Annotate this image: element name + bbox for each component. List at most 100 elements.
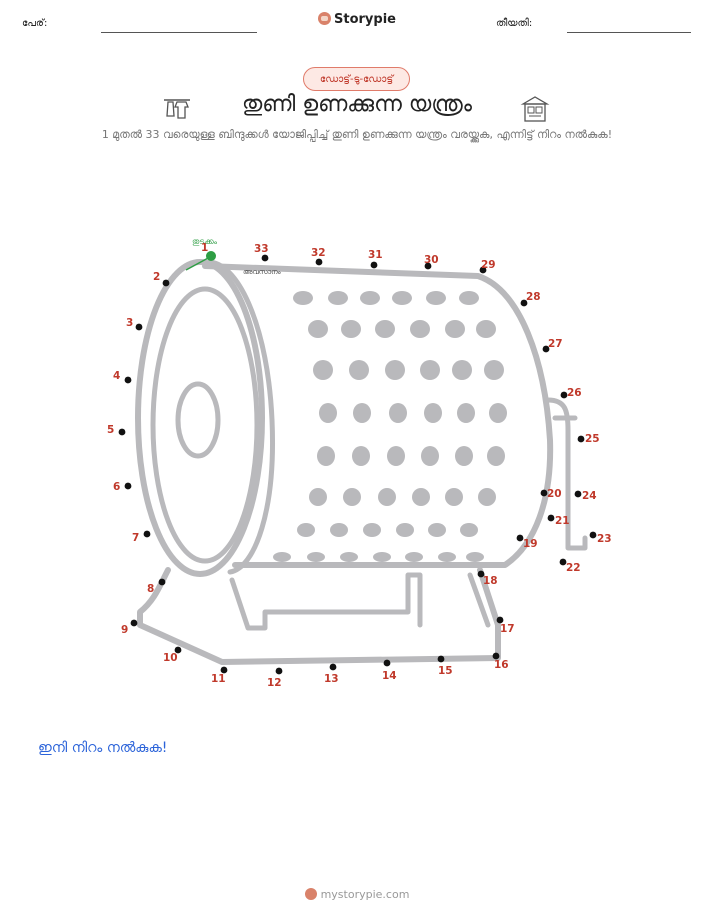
drum-hole <box>460 523 478 537</box>
dot-23 <box>589 531 597 539</box>
drum-hole <box>487 446 505 466</box>
start-connector-line <box>185 256 211 271</box>
dot-number-4: 4 <box>113 370 120 382</box>
storypie-footer-logo-icon <box>304 888 317 900</box>
dot-number-28: 28 <box>526 291 541 303</box>
drum-hole <box>307 552 325 562</box>
dot-29 <box>479 266 487 274</box>
drum-hole <box>308 320 328 338</box>
dot-number-25: 25 <box>585 433 600 445</box>
storypie-logo-icon <box>318 12 331 25</box>
drum-hole <box>353 403 371 423</box>
name-line <box>101 32 257 33</box>
dot-8 <box>158 578 166 586</box>
dot-number-19: 19 <box>523 538 538 550</box>
color-prompt: ഇനി നിറം നൽകുക! <box>38 740 168 756</box>
dot-number-22: 22 <box>566 562 581 574</box>
drum-hole <box>459 291 479 305</box>
dot-18 <box>477 570 485 578</box>
dot-33 <box>261 254 269 262</box>
drum-hole <box>360 291 380 305</box>
drum-hole <box>421 446 439 466</box>
dot-number-8: 8 <box>147 583 154 595</box>
drum-hole <box>428 523 446 537</box>
dot-14 <box>383 659 391 667</box>
dot-number-1: 1 <box>201 242 208 254</box>
drum-hole <box>373 552 391 562</box>
dot-number-30: 30 <box>424 254 439 266</box>
dot-number-23: 23 <box>597 533 612 545</box>
start-label: തുടക്കം <box>192 237 218 246</box>
drum-hole <box>392 291 412 305</box>
dot-number-5: 5 <box>107 424 114 436</box>
activity-badge: ഡോട്ട്-ടു-ഡോട്ട് <box>303 67 410 91</box>
footer: mystorypie.com <box>0 888 714 901</box>
dot-number-2: 2 <box>153 271 160 283</box>
dot-number-10: 10 <box>163 652 178 664</box>
drum-hole <box>319 403 337 423</box>
dot-number-24: 24 <box>582 490 597 502</box>
instructions: 1 മുതൽ 33 വരെയുള്ള ബിന്ദുക്കൾ യോജിപ്പിച്… <box>101 128 613 141</box>
drum-hole <box>387 446 405 466</box>
dot-13 <box>329 663 337 671</box>
drum-hole <box>484 360 504 380</box>
dot-number-20: 20 <box>547 488 562 500</box>
dot-number-26: 26 <box>567 387 582 399</box>
dot-number-33: 33 <box>254 243 269 255</box>
dot-24 <box>574 490 582 498</box>
name-label: പേര്: <box>22 18 48 29</box>
dot-17 <box>496 616 504 624</box>
dot-number-13: 13 <box>324 673 339 685</box>
drum-hole <box>426 291 446 305</box>
drum-hole <box>396 523 414 537</box>
drum-hole <box>309 488 327 506</box>
drum-hole <box>438 552 456 562</box>
dot-31 <box>370 261 378 269</box>
dot-21 <box>547 514 555 522</box>
dot-12 <box>275 667 283 675</box>
dot-9 <box>130 619 138 627</box>
dot-20 <box>540 489 548 497</box>
dot-4 <box>124 376 132 384</box>
dot-number-32: 32 <box>311 247 326 259</box>
drum-hole <box>455 446 473 466</box>
drum-hole <box>375 320 395 338</box>
clothes-hanger-icon <box>164 99 190 119</box>
end-label: അവസാനം <box>243 268 281 276</box>
drum-hole <box>343 488 361 506</box>
dot-22 <box>559 558 567 566</box>
drum-hole <box>340 552 358 562</box>
dot-25 <box>577 435 585 443</box>
dot-number-9: 9 <box>121 624 128 636</box>
dot-5 <box>118 428 126 436</box>
drum-hole <box>445 320 465 338</box>
dot-number-7: 7 <box>132 532 139 544</box>
date-label: തീയതി: <box>496 18 533 29</box>
drum-hole <box>412 488 430 506</box>
dot-number-27: 27 <box>548 338 563 350</box>
dot-16 <box>492 652 500 660</box>
dryer-machine-icon <box>520 96 550 122</box>
drum-hole <box>476 320 496 338</box>
drum-hole <box>424 403 442 423</box>
drum-hole <box>378 488 396 506</box>
drum-hole <box>341 320 361 338</box>
drum-hole <box>452 360 472 380</box>
dot-15 <box>437 655 445 663</box>
dot-19 <box>516 534 524 542</box>
drum-hole <box>352 446 370 466</box>
drum-hole <box>317 446 335 466</box>
drum-hole <box>389 403 407 423</box>
drum-hole <box>420 360 440 380</box>
dot-number-3: 3 <box>126 317 133 329</box>
drum-hole <box>489 403 507 423</box>
start-dot <box>206 251 216 261</box>
dot-3 <box>135 323 143 331</box>
dot-number-6: 6 <box>113 481 120 493</box>
dot-number-31: 31 <box>368 249 383 261</box>
dot-7 <box>143 530 151 538</box>
dot-28 <box>520 299 528 307</box>
dot-6 <box>124 482 132 490</box>
